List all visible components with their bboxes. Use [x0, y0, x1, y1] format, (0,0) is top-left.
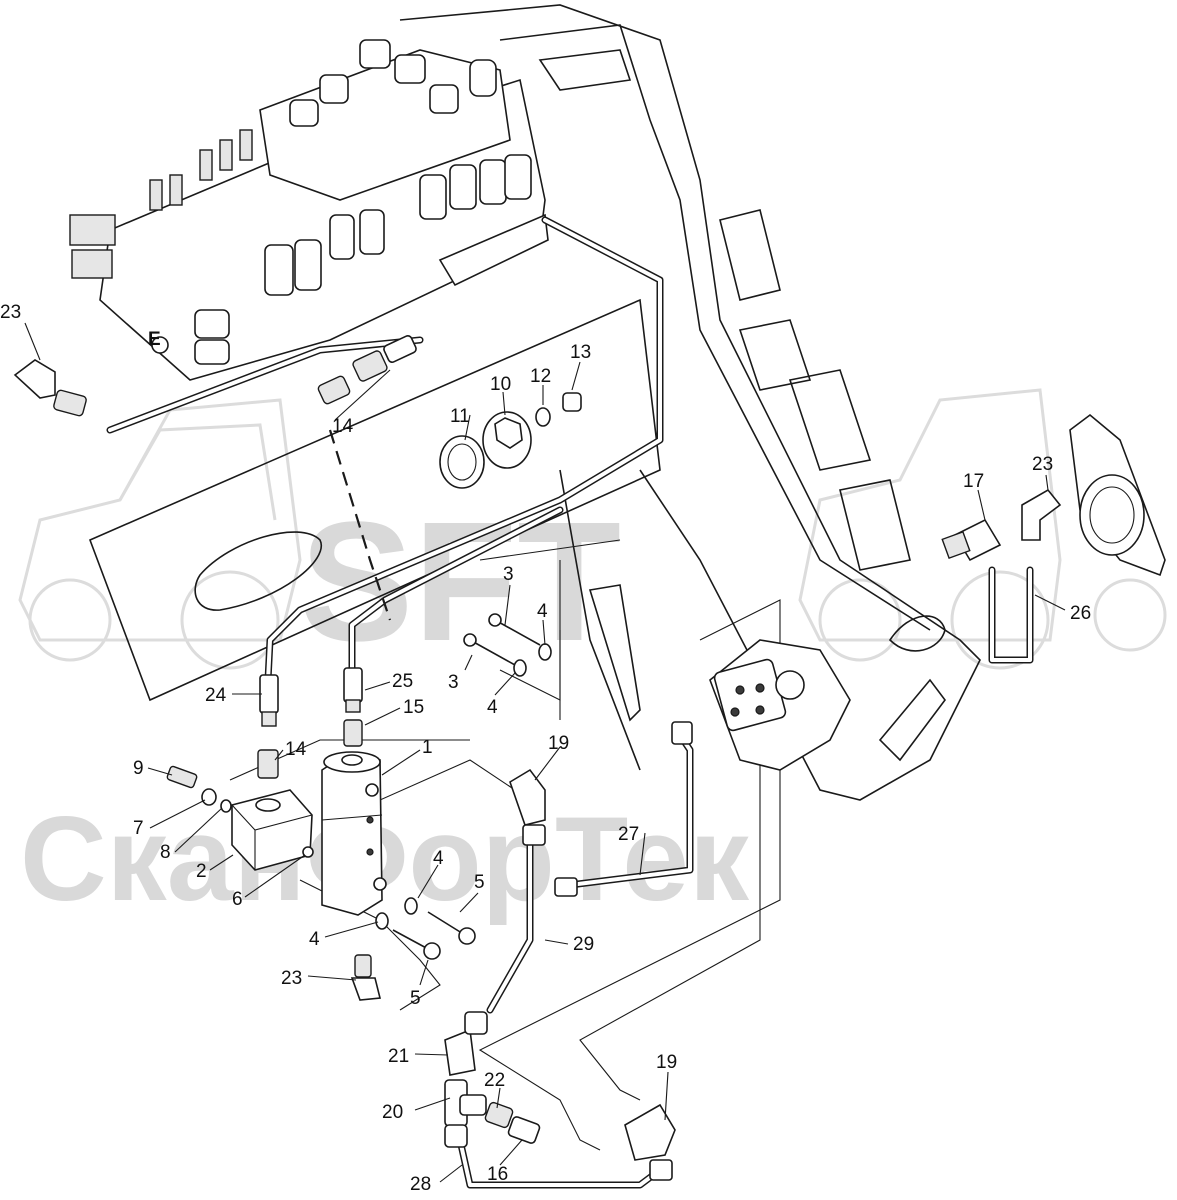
nut-28	[444, 1124, 468, 1148]
callout-22: 22	[484, 1070, 505, 1091]
fitting-16	[507, 1116, 541, 1144]
watermark-tractor-right	[798, 388, 1167, 670]
callout-1: 1	[422, 737, 433, 758]
callout-12: 12	[530, 366, 551, 387]
callout-5-lower: 5	[410, 988, 421, 1009]
callout-21: 21	[388, 1046, 409, 1067]
callout-24: 24	[205, 685, 227, 706]
beam-window-2	[719, 209, 781, 301]
beam-inner-edge	[499, 24, 931, 631]
leader-lines	[24, 322, 1066, 1183]
callout-3-upper: 3	[503, 564, 514, 585]
hose-26	[988, 566, 1034, 664]
valve-connector-2	[71, 249, 113, 279]
callout-8: 8	[160, 842, 171, 863]
callout-16: 16	[487, 1164, 508, 1185]
callout-11: 11	[450, 406, 470, 427]
mounting-plate	[88, 298, 661, 702]
callout-23-lower: 23	[281, 968, 302, 989]
valve-solenoids	[194, 39, 532, 365]
elbow-19-lower	[624, 1103, 676, 1181]
fitting-24	[259, 674, 279, 727]
plate-slot	[194, 531, 323, 611]
watermark-company: СканФорТек	[20, 792, 750, 926]
callout-14-lower: 14	[285, 739, 307, 760]
fittings-7-8-9	[166, 765, 232, 813]
callout-6: 6	[232, 889, 243, 910]
watermark-logo: SFT	[300, 487, 621, 677]
callout-19-lower: 19	[656, 1052, 677, 1073]
callout-28: 28	[410, 1174, 431, 1195]
watermark: SFT СканФорТек	[18, 388, 1167, 926]
callout-27: 27	[618, 824, 639, 845]
callout-4-lower: 4	[309, 929, 320, 950]
valve-connector	[69, 214, 116, 246]
port-e-fitting	[151, 336, 169, 354]
callout-labels: 23 14 11 10 12 13 17 23 26 3 4 3 4 24 25…	[0, 302, 1091, 1195]
callout-13: 13	[570, 342, 591, 363]
watermark-tractor-left	[18, 398, 302, 670]
fitting-10	[482, 411, 532, 469]
callout-23-right: 23	[1032, 454, 1053, 475]
fitting-11	[439, 435, 485, 489]
beam-window-3	[738, 319, 812, 391]
bolts-3	[463, 613, 541, 666]
callout-4-right: 4	[433, 848, 444, 869]
beam-window-7	[878, 678, 946, 762]
nut-27	[554, 721, 693, 897]
port-e-label: E	[148, 329, 161, 350]
fitting-14-lower	[257, 749, 279, 779]
callout-3-lower: 3	[448, 672, 459, 693]
valve-1	[321, 751, 387, 916]
valve-fittings-row	[149, 129, 253, 211]
callout-4-upper: 4	[537, 601, 548, 622]
hose-routing	[106, 216, 1034, 1189]
callout-17: 17	[963, 471, 984, 492]
callout-29: 29	[573, 934, 594, 955]
callout-23-left: 23	[0, 302, 21, 323]
elbow-19-upper	[509, 768, 546, 846]
callout-19-upper: 19	[548, 733, 569, 754]
strut	[588, 584, 641, 722]
fitting-22	[484, 1101, 514, 1129]
plug-13	[562, 392, 582, 412]
bolts-5	[392, 911, 476, 960]
elbow-23-left	[13, 359, 87, 417]
hidden-line	[328, 429, 392, 621]
block-2	[231, 789, 314, 871]
callout-25: 25	[392, 671, 413, 692]
fitting-15	[343, 719, 363, 747]
washer-12	[535, 407, 551, 427]
beam-window-4	[788, 369, 872, 471]
beam-window-6	[888, 615, 946, 652]
callout-2: 2	[196, 861, 207, 882]
callout-26: 26	[1070, 603, 1091, 624]
callout-20: 20	[382, 1102, 403, 1123]
mounting-flange	[1069, 413, 1166, 577]
callout-5-upper: 5	[474, 872, 485, 893]
valve-manifold-rail	[438, 213, 549, 287]
elbow-23-lower	[350, 954, 382, 1001]
callout-9: 9	[133, 758, 144, 779]
callout-4-middle: 4	[487, 697, 498, 718]
fitting-17	[941, 518, 1002, 562]
callout-14-upper: 14	[332, 416, 354, 437]
hydraulic-motor	[709, 639, 851, 771]
panel-edge	[559, 469, 641, 771]
upright-beam	[399, 4, 981, 801]
callout-7: 7	[133, 818, 144, 839]
chassis-frame	[88, 4, 981, 801]
callout-10: 10	[490, 374, 511, 395]
control-valve-block: E	[69, 39, 549, 381]
beam-window-5	[839, 479, 911, 571]
fitting-25	[343, 667, 363, 713]
beam-window-1	[538, 49, 632, 91]
elbow-21	[444, 1011, 488, 1076]
tee-20	[444, 1079, 487, 1127]
fitting-14-upper	[317, 335, 417, 405]
callout-15: 15	[403, 697, 424, 718]
